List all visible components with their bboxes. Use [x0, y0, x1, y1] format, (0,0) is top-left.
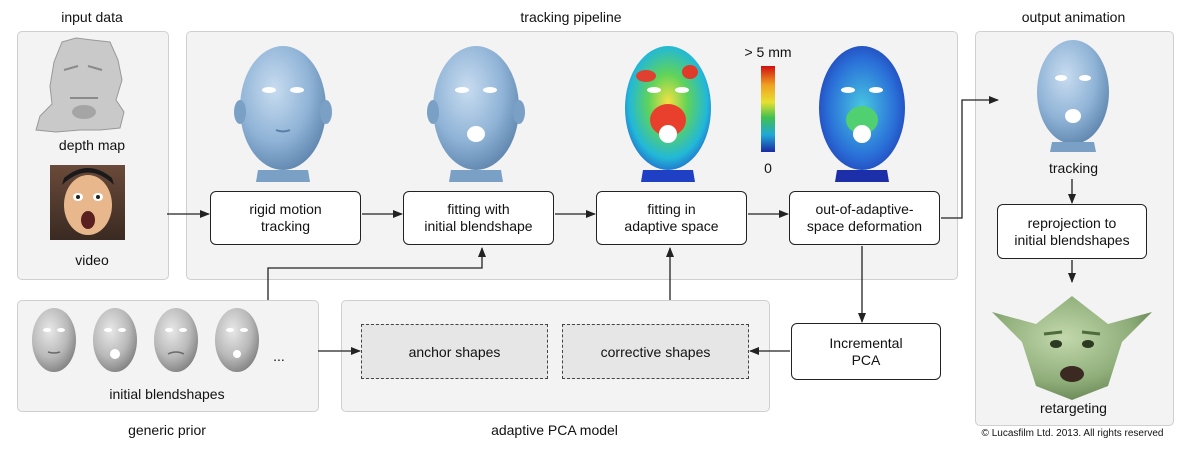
- rigid-motion-tracking-box: rigid motion tracking: [210, 191, 361, 245]
- scale-bottom-label: 0: [764, 160, 772, 176]
- video-thumbnail: [50, 165, 125, 240]
- head-output-tracking: [1037, 40, 1109, 152]
- blendshape-head-3: [154, 308, 198, 372]
- fitting-adaptive-space-box: fitting in adaptive space: [596, 191, 747, 245]
- tracking-pipeline-title: tracking pipeline: [520, 9, 622, 25]
- head-rigid: [234, 46, 332, 182]
- reprojection-box: reprojection to initial blendshapes: [997, 204, 1147, 259]
- adaptive-pca-title: adaptive PCA model: [491, 422, 618, 438]
- output-animation-title: output animation: [1021, 9, 1126, 25]
- initial-blendshapes-label: initial blendshapes: [109, 386, 225, 402]
- tracking-label: tracking: [1048, 160, 1099, 176]
- input-data-title: input data: [61, 9, 123, 25]
- blendshape-head-2: [93, 308, 137, 372]
- corrective-shapes-box: corrective shapes: [562, 324, 749, 379]
- arrow-prior-to-fit-initial: [267, 247, 486, 300]
- head-heatmap-error: [625, 46, 711, 182]
- arrow-deformation-to-output: [941, 96, 999, 219]
- ellipsis-label: ...: [273, 348, 285, 364]
- out-of-adaptive-space-deformation-box: out-of-adaptive- space deformation: [789, 191, 940, 245]
- head-heatmap-deformation: [819, 46, 905, 182]
- depth-map-label: depth map: [58, 137, 126, 153]
- retargeting-label: retargeting: [1040, 400, 1107, 416]
- connectors: [167, 96, 1076, 355]
- blendshape-head-4: [215, 308, 259, 372]
- anchor-shapes-box: anchor shapes: [361, 324, 548, 379]
- incremental-pca-box: Incremental PCA: [791, 323, 941, 380]
- generic-prior-title: generic prior: [128, 422, 206, 438]
- copyright-notice: © Lucasfilm Ltd. 2013. All rights reserv…: [981, 428, 1164, 439]
- video-label: video: [75, 252, 109, 268]
- fitting-initial-blendshape-box: fitting with initial blendshape: [403, 191, 554, 245]
- error-color-scale: [761, 66, 775, 152]
- yoda-retargeting: [992, 296, 1152, 400]
- head-fit-initial: [427, 46, 525, 182]
- blendshape-head-1: [32, 308, 76, 372]
- scale-top-label: > 5 mm: [744, 44, 792, 60]
- depth-map-image: [35, 37, 125, 133]
